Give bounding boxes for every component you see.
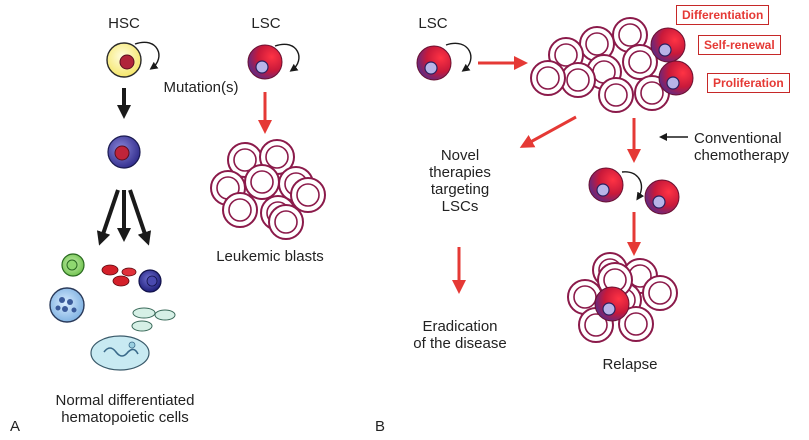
chemo-label-line1: Conventional (694, 130, 782, 147)
differentiation-box: Differentiation (676, 5, 770, 25)
expanded-cluster (530, 17, 694, 113)
eradication-line2: of the disease (413, 335, 507, 352)
chemo-label-line2: chemotherapy (694, 147, 790, 164)
relapse-cluster (567, 252, 678, 343)
lsc-cell-b (416, 45, 452, 81)
novel-therapies-line3: targeting (430, 181, 490, 198)
mutation-label: Mutation(s) (163, 79, 239, 96)
panel-b-letter: B (374, 418, 385, 435)
cluster-to-novel-arrow (519, 115, 577, 148)
hsc-label: HSC (108, 15, 140, 32)
diff-arrow-right (128, 189, 152, 246)
lsc-label-b: LSC (418, 15, 448, 32)
eradication-line1: Eradication (422, 318, 498, 335)
platelets (131, 307, 176, 332)
normal-cells-label-line1: Normal differentiated (55, 392, 195, 409)
lsc-self-renewal-arrow-a (274, 43, 300, 72)
surviving-lsc-1 (588, 167, 624, 203)
novel-therapies-line4: LSCs (441, 198, 479, 215)
lsc-label-a: LSC (251, 15, 281, 32)
macrophage-cell (90, 335, 150, 371)
panel-a-letter: A (9, 418, 20, 435)
lsc-cell-a (247, 44, 283, 80)
leukemic-blasts-cluster (210, 139, 326, 240)
proliferation-box: Proliferation (707, 73, 790, 93)
granulocyte-cell (49, 287, 85, 323)
novel-therapies-line1: Novel (440, 147, 480, 164)
self-renewal-box: Self-renewal (698, 35, 781, 55)
diff-arrow-left (96, 189, 120, 246)
surviving-lsc-2 (644, 179, 680, 215)
red-blood-cells (101, 264, 137, 287)
surviving-lsc-arrow (621, 171, 645, 201)
leukemic-blasts-label: Leukemic blasts (216, 248, 324, 265)
lymphocyte-cell (61, 253, 85, 277)
hsc-self-renewal-arrow (134, 41, 160, 70)
lsc-self-renewal-arrow-b (445, 42, 472, 72)
normal-cells-label-line2: hematopoietic cells (61, 409, 189, 426)
relapse-label: Relapse (602, 356, 658, 373)
progenitor-cell (107, 135, 141, 169)
hsc-cell (106, 42, 142, 78)
monocyte-cell (138, 269, 162, 293)
novel-therapies-line2: therapies (429, 164, 491, 181)
